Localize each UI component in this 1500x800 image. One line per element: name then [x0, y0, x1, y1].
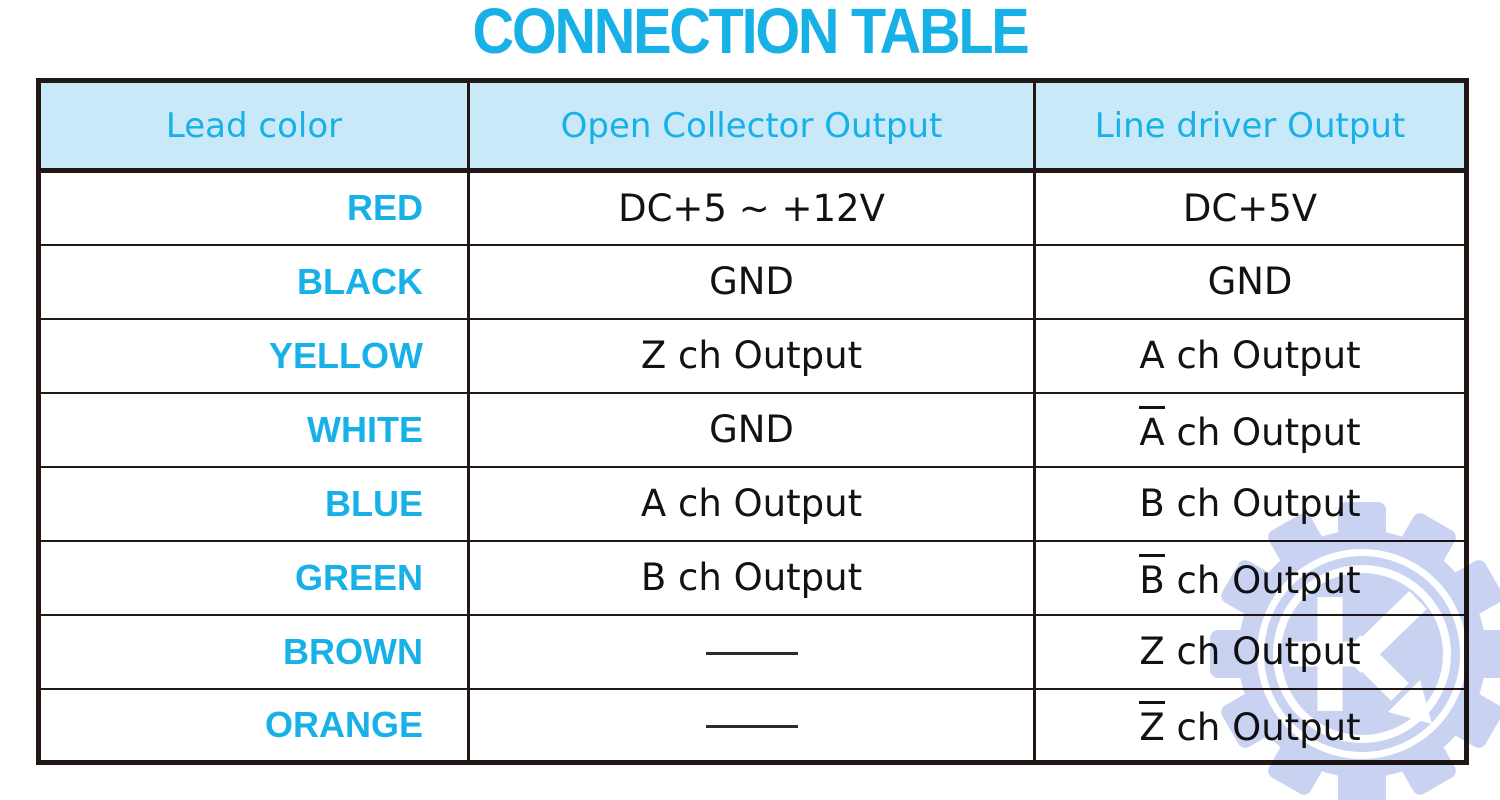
lead-color-cell: BLACK [37, 243, 470, 320]
line-driver-cell: DC+5V [1033, 169, 1468, 246]
line-driver-cell: Z ch Output [1033, 613, 1468, 690]
line-driver-cell: B ch Output [1033, 465, 1468, 542]
line-driver-cell: A ch Output [1033, 317, 1468, 394]
line-driver-cell: A ch Output [1033, 391, 1468, 468]
table-header: Lead color Open Collector Output Line dr… [37, 79, 1468, 173]
open-collector-cell [467, 687, 1036, 764]
header-open-collector: Open Collector Output [467, 79, 1036, 173]
page-title: CONNECTION TABLE [472, 0, 1030, 67]
header-lead-color: Lead color [37, 79, 470, 173]
lead-color-cell: GREEN [37, 539, 470, 616]
table-row: ORANGE Z ch Output [37, 687, 1468, 764]
open-collector-cell [467, 613, 1036, 690]
overline-text: Z [1139, 700, 1165, 746]
dash-line [705, 652, 798, 655]
header-row: Lead color Open Collector Output Line dr… [37, 79, 1468, 173]
open-collector-cell: Z ch Output [467, 317, 1036, 394]
dash-line [705, 725, 798, 729]
open-collector-cell: B ch Output [467, 539, 1036, 616]
lead-color-cell: ORANGE [37, 687, 470, 764]
line-driver-cell: GND [1033, 243, 1468, 320]
lead-color-cell: WHITE [37, 391, 470, 468]
table-row: BROWN Z ch Output [37, 613, 1468, 690]
open-collector-cell: DC+5 ∼ +12V [467, 169, 1036, 246]
open-collector-cell: GND [467, 391, 1036, 468]
line-driver-cell: B ch Output [1033, 539, 1468, 616]
open-collector-cell: A ch Output [467, 465, 1036, 542]
line-driver-cell: Z ch Output [1033, 687, 1468, 764]
overline-text: A [1139, 405, 1165, 451]
lead-color-cell: YELLOW [37, 317, 470, 394]
open-collector-cell: GND [467, 243, 1036, 320]
lead-color-cell: RED [37, 169, 470, 246]
lead-color-cell: BLUE [37, 465, 470, 542]
lead-color-cell: BROWN [37, 613, 470, 690]
overline-text: B [1139, 553, 1165, 599]
connection-table: Lead color Open Collector Output Line dr… [36, 78, 1469, 765]
header-line-driver: Line driver Output [1033, 79, 1468, 173]
